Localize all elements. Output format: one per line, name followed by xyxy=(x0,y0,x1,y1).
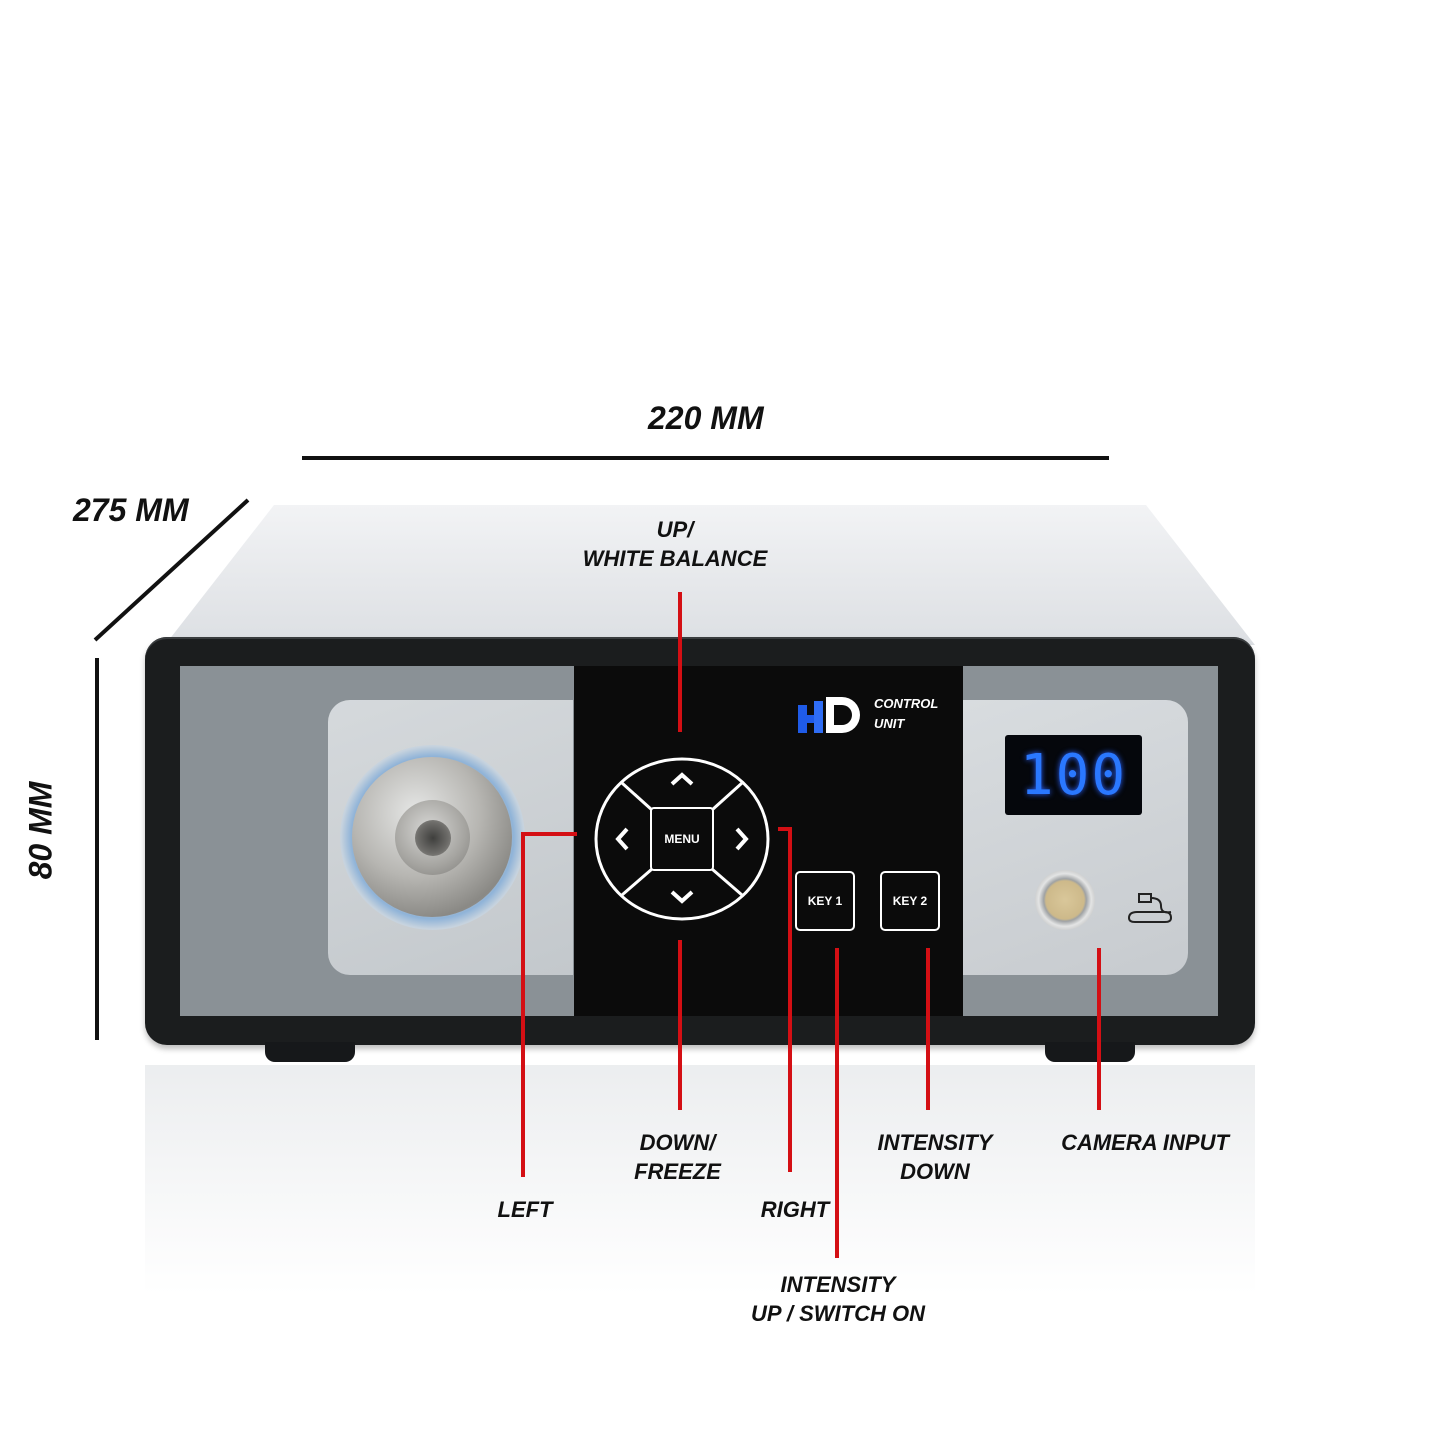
callout-down-freeze: DOWN/ FREEZE xyxy=(600,1128,755,1186)
dpad-down-button[interactable] xyxy=(669,888,695,906)
chevron-up-icon xyxy=(670,772,694,786)
right-callout-line-h xyxy=(778,827,792,831)
callout-right: RIGHT xyxy=(745,1195,845,1224)
height-dimension-line xyxy=(95,658,99,1040)
chevron-down-icon xyxy=(670,890,694,904)
hd-logo-mark: HD xyxy=(798,697,860,733)
left-callout-line-h xyxy=(521,832,577,836)
down-callout-line xyxy=(678,940,682,1110)
callout-up-line2: WHITE BALANCE xyxy=(582,546,768,571)
width-dimension-label: 220 MM xyxy=(648,400,764,436)
intensity-up-callout-line xyxy=(835,948,839,1258)
chevron-right-icon xyxy=(735,827,749,851)
intensity-display: 100 xyxy=(1005,735,1142,815)
logo-words: CONTROL UNIT xyxy=(874,694,938,734)
logo-word-control: CONTROL xyxy=(874,696,939,711)
device-foot-right xyxy=(1045,1042,1135,1062)
hd-control-unit-logo: HD CONTROL UNIT xyxy=(796,693,938,735)
left-callout-line-v xyxy=(521,832,525,1177)
callout-intensity-down: INTENSITY DOWN xyxy=(855,1128,1015,1186)
light-port-hole xyxy=(415,820,451,856)
device-top-face xyxy=(165,505,1255,645)
callout-up-line1: UP/ xyxy=(656,517,694,542)
callout-camera-input-line1: CAMERA INPUT xyxy=(1061,1130,1229,1155)
callout-up-white-balance: UP/ WHITE BALANCE xyxy=(560,515,790,573)
callout-intensity-down-line2: DOWN xyxy=(900,1159,970,1184)
logo-word-unit: UNIT xyxy=(874,716,905,731)
callout-intensity-down-line1: INTENSITY xyxy=(877,1130,993,1155)
dpad-right-button[interactable] xyxy=(733,826,751,852)
callout-left-line1: LEFT xyxy=(497,1197,553,1222)
callout-right-line1: RIGHT xyxy=(760,1197,830,1222)
width-dimension-line xyxy=(302,456,1109,460)
up-callout-line xyxy=(678,592,682,732)
callout-intensity-up-line2: UP / SWITCH ON xyxy=(751,1301,925,1326)
callout-down-line2: FREEZE xyxy=(634,1159,721,1184)
device-reflection xyxy=(145,1065,1255,1335)
right-callout-line-v xyxy=(788,827,792,1172)
callout-down-line1: DOWN/ xyxy=(639,1130,716,1155)
height-dimension-label: 80 MM xyxy=(22,781,59,880)
callout-left: LEFT xyxy=(475,1195,575,1224)
camera-cable-icon xyxy=(1128,893,1173,923)
dpad-up-button[interactable] xyxy=(669,770,695,788)
chevron-left-icon xyxy=(615,827,629,851)
intensity-down-callout-line xyxy=(926,948,930,1110)
camera-input-callout-line xyxy=(1097,948,1101,1110)
depth-dimension-line xyxy=(93,498,250,642)
depth-dimension-label: 275 MM xyxy=(73,492,189,528)
callout-intensity-up-line1: INTENSITY xyxy=(780,1272,896,1297)
dpad xyxy=(594,757,770,921)
camera-input-connector[interactable] xyxy=(1035,870,1095,930)
key1-button[interactable]: KEY 1 xyxy=(795,871,855,931)
dpad-left-button[interactable] xyxy=(613,826,631,852)
logo-mark-text: HD xyxy=(798,702,800,704)
callout-camera-input: CAMERA INPUT xyxy=(1040,1128,1250,1157)
menu-button[interactable]: MENU xyxy=(650,807,714,871)
callout-intensity-up-switch-on: INTENSITY UP / SWITCH ON xyxy=(728,1270,948,1328)
device-foot-left xyxy=(265,1042,355,1062)
key2-button[interactable]: KEY 2 xyxy=(880,871,940,931)
